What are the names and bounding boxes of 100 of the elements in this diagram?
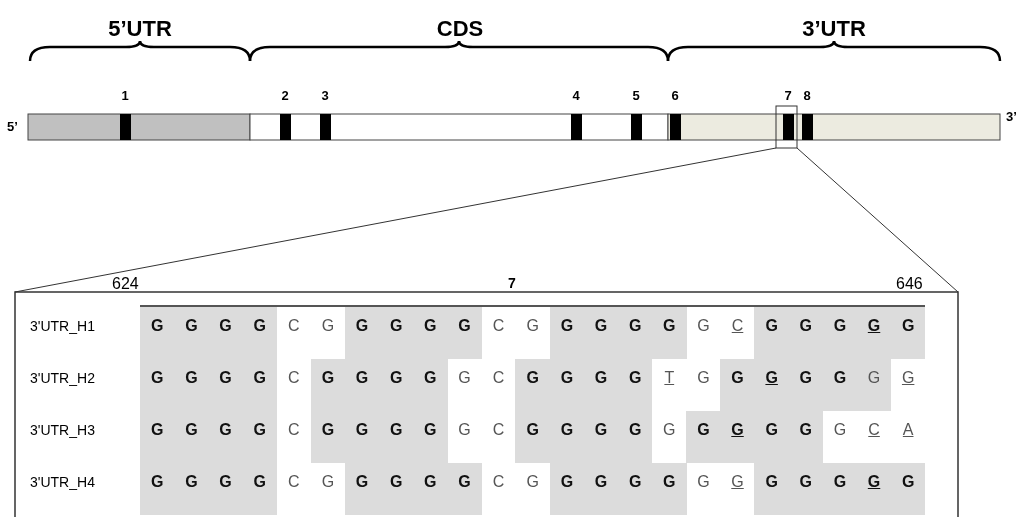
nucleotide-cell: G — [310, 359, 346, 411]
row-label: 3'UTR_H2 — [30, 371, 95, 385]
nucleotide-cell: G — [140, 359, 175, 411]
nucleotide-cell: G — [174, 359, 209, 411]
nucleotide-cell: G — [413, 307, 448, 359]
nucleotide-cell: G — [788, 359, 824, 411]
nucleotide-cell: G — [208, 463, 243, 515]
nucleotide-cell: G — [754, 307, 789, 359]
nucleotide-cell: G — [344, 463, 380, 515]
nucleotide-cell: G — [754, 463, 789, 515]
nucleotide-cell-text: G — [457, 420, 472, 440]
nucleotide-cell: G — [856, 307, 892, 359]
nucleotide-cell: G — [344, 307, 380, 359]
nucleotide-cell-text: G — [525, 316, 540, 336]
nucleotide-cell: G — [344, 359, 380, 411]
nucleotide-cell: G — [686, 411, 721, 463]
nucleotide-cell-text: G — [696, 472, 711, 492]
nucleotide-cell: G — [822, 359, 858, 411]
exon-number: 4 — [572, 89, 580, 102]
region-title: 5’UTR — [108, 18, 172, 40]
exon-number: 7 — [784, 89, 792, 102]
nucleotide-cell: G — [378, 411, 414, 463]
nucleotide-cell: G — [208, 307, 243, 359]
nucleotide-cell: G — [549, 411, 585, 463]
nucleotide-cell: G — [242, 411, 277, 463]
nucleotide-cell-text: G — [525, 472, 540, 492]
nucleotide-cell: G — [140, 463, 175, 515]
nucleotide-cell-text: C — [287, 316, 301, 336]
nucleotide-cell-text: C — [730, 316, 745, 336]
nucleotide-cell: G — [447, 307, 482, 359]
nucleotide-cell: G — [242, 463, 277, 515]
nucleotide-cell-text: C — [491, 316, 506, 336]
nucleotide-cell: G — [822, 307, 858, 359]
nucleotide-cell: G — [174, 463, 209, 515]
nucleotide-cell: G — [788, 411, 824, 463]
nucleotide-cell: G — [788, 463, 824, 515]
exon-number: 2 — [281, 89, 289, 102]
nucleotide-cell-text: C — [491, 368, 506, 388]
nucleotide-cell-text: C — [287, 368, 301, 388]
nucleotide-cell: G — [822, 463, 858, 515]
nucleotide-cell: G — [549, 359, 585, 411]
strand-end-label: 3’ — [1006, 110, 1017, 123]
nucleotide-cell: G — [413, 359, 448, 411]
nucleotide-cell-text: G — [832, 420, 848, 440]
nucleotide-cell: G — [617, 359, 653, 411]
nucleotide-cell: G — [242, 359, 277, 411]
nucleotide-cell: G — [378, 307, 414, 359]
nucleotide-cell-text: C — [287, 472, 301, 492]
nucleotide-cell: G — [515, 359, 551, 411]
nucleotide-cell: G — [174, 411, 209, 463]
region-title: 3’UTR — [802, 18, 866, 40]
nucleotide-cell: G — [754, 359, 789, 411]
nucleotide-cell: G — [788, 307, 824, 359]
nucleotide-cell-text: G — [730, 472, 745, 492]
nucleotide-cell: G — [549, 307, 585, 359]
exon-number: 1 — [121, 89, 129, 102]
nucleotide-cell: G — [856, 359, 892, 411]
position-number: 646 — [896, 276, 923, 292]
nucleotide-cell-text: A — [901, 420, 915, 440]
nucleotide-cell: G — [856, 463, 892, 515]
nucleotide-cell: G — [720, 359, 755, 411]
exon-number: 5 — [632, 89, 640, 102]
nucleotide-cell: G — [140, 307, 175, 359]
nucleotide-cell-text: T — [663, 368, 676, 388]
nucleotide-cell-text: C — [287, 420, 301, 440]
exon-number: 6 — [671, 89, 679, 102]
nucleotide-cell-text: G — [320, 472, 336, 492]
nucleotide-cell: G — [720, 411, 755, 463]
nucleotide-cell: G — [413, 463, 448, 515]
nucleotide-cell: G — [515, 411, 551, 463]
nucleotide-cell-text: C — [491, 472, 506, 492]
strand-end-label: 5’ — [7, 120, 18, 133]
nucleotide-cell: G — [378, 463, 414, 515]
nucleotide-cell: G — [208, 411, 243, 463]
nucleotide-cell-text: G — [900, 368, 916, 388]
nucleotide-cell: G — [140, 411, 175, 463]
nucleotide-cell: G — [208, 359, 243, 411]
nucleotide-cell-text: G — [662, 420, 677, 440]
nucleotide-cell: G — [549, 463, 585, 515]
nucleotide-cell: G — [890, 307, 926, 359]
nucleotide-cell: G — [617, 463, 653, 515]
nucleotide-cell: G — [651, 463, 687, 515]
exon-number: 7 — [508, 276, 516, 290]
nucleotide-cell: G — [890, 463, 926, 515]
nucleotide-cell-text: G — [320, 316, 336, 336]
row-label: 3'UTR_H1 — [30, 319, 95, 333]
position-number: 624 — [112, 276, 139, 292]
nucleotide-cell-text: C — [491, 420, 506, 440]
nucleotide-cell: G — [583, 463, 619, 515]
nucleotide-cell: G — [378, 359, 414, 411]
nucleotide-cell: G — [310, 411, 346, 463]
nucleotide-cell-text: G — [696, 316, 711, 336]
nucleotide-cell: G — [617, 307, 653, 359]
region-title: CDS — [436, 18, 484, 40]
nucleotide-cell: G — [447, 463, 482, 515]
nucleotide-cell: G — [651, 307, 687, 359]
nucleotide-cell-text: G — [696, 368, 711, 388]
nucleotide-cell: G — [344, 411, 380, 463]
exon-number: 8 — [803, 89, 811, 102]
nucleotide-cell: G — [242, 307, 277, 359]
